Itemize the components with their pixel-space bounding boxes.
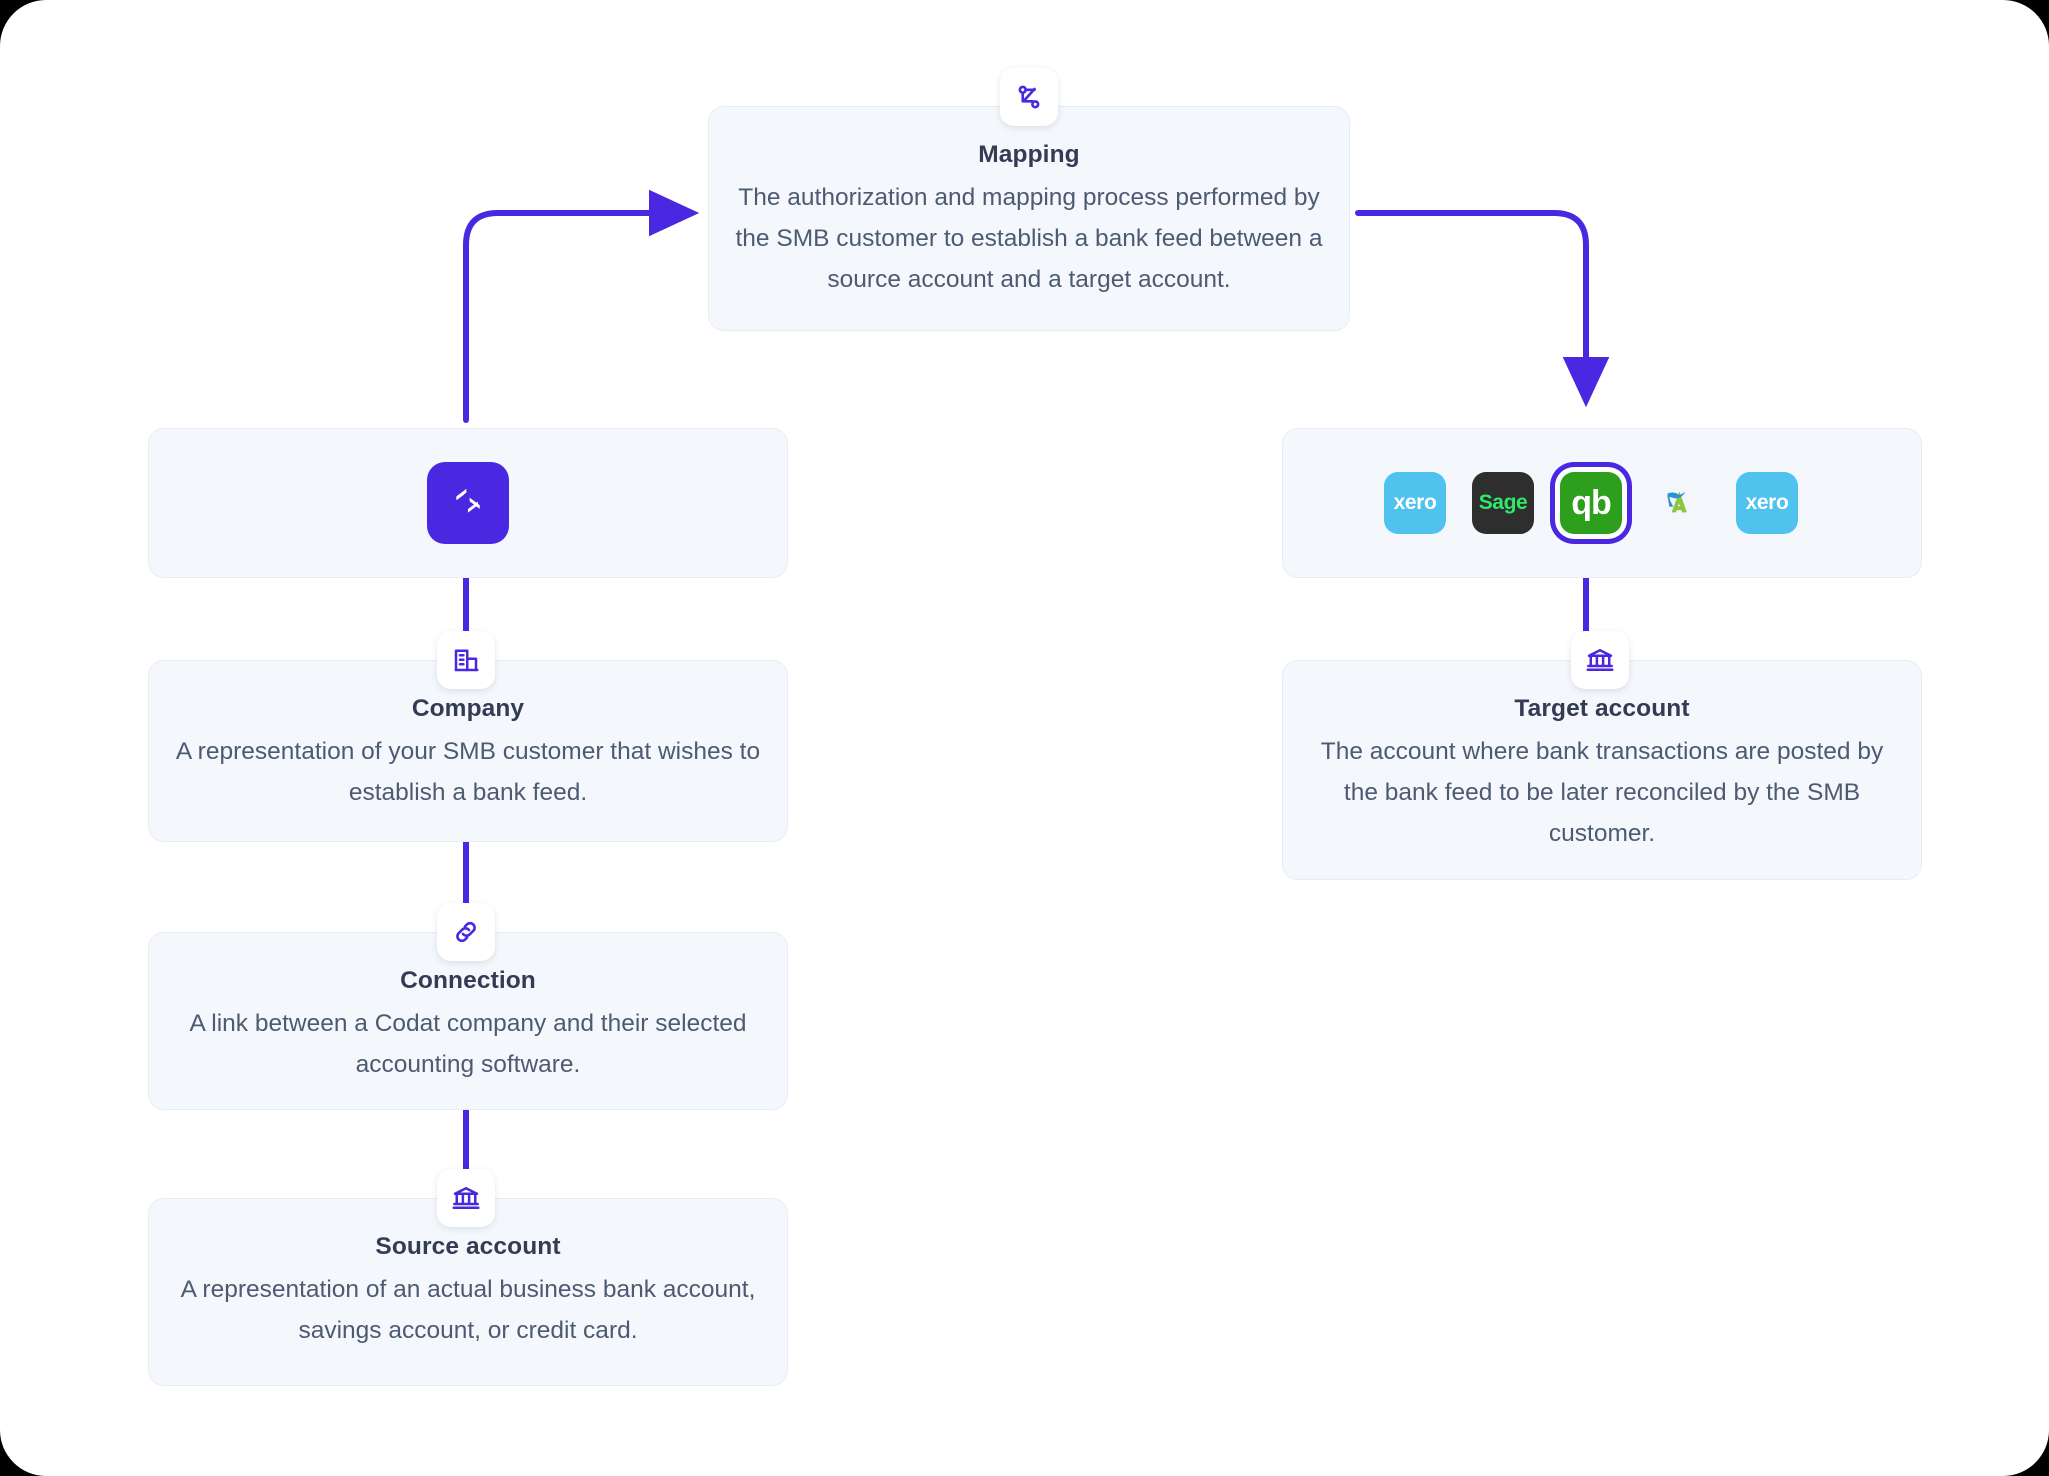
source-account-description: A representation of an actual business b… <box>180 1276 756 1344</box>
source-account-card: Source account A representation of an ac… <box>148 1198 788 1386</box>
target-account-title: Target account <box>1514 695 1690 722</box>
xero-logo-icon: xero <box>1393 491 1437 514</box>
connection-card: Connection A link between a Codat compan… <box>148 932 788 1110</box>
mapping-description: The authorization and mapping process pe… <box>735 184 1323 293</box>
source-bank-icon-badge <box>437 1169 495 1227</box>
codat-logo-icon <box>445 478 491 529</box>
logo-tile-quickbooks[interactable]: qb <box>1560 472 1622 534</box>
logo-tile-xero-2[interactable]: xero <box>1736 472 1798 534</box>
edge-mapping-to-software <box>1355 210 1610 408</box>
company-description: A representation of your SMB customer th… <box>175 738 761 806</box>
mapping-title: Mapping <box>978 141 1080 168</box>
route-icon-badge <box>1000 68 1058 126</box>
mapping-card: Mapping The authorization and mapping pr… <box>708 106 1350 331</box>
target-account-description: The account where bank transactions are … <box>1320 738 1884 847</box>
quickbooks-logo-icon: qb <box>1571 483 1612 522</box>
building-icon <box>451 645 481 675</box>
link-icon <box>451 917 481 947</box>
logo-tile-xero[interactable]: xero <box>1384 472 1446 534</box>
connection-title: Connection <box>400 967 536 994</box>
link-icon-badge <box>437 903 495 961</box>
xero-logo-icon: xero <box>1745 491 1789 514</box>
bank-icon <box>451 1183 481 1213</box>
freeagent-logo-icon <box>1658 480 1700 527</box>
connection-description: A link between a Codat company and their… <box>189 1010 747 1078</box>
target-account-card: Target account The account where bank tr… <box>1282 660 1922 880</box>
building-icon-badge <box>437 631 495 689</box>
codat-logo-tile <box>427 462 509 544</box>
logo-tile-freeagent[interactable] <box>1648 472 1710 534</box>
target-bank-icon-badge <box>1571 631 1629 689</box>
company-card: Company A representation of your SMB cus… <box>148 660 788 842</box>
edge-codat-to-mapping <box>463 189 700 423</box>
accounting-software-logo-row: xero Sage qb xero <box>1384 472 1798 534</box>
sage-logo-icon: Sage <box>1478 491 1528 514</box>
bank-icon <box>1585 645 1615 675</box>
route-icon <box>1014 82 1044 112</box>
company-title: Company <box>411 695 525 722</box>
logo-tile-sage[interactable]: Sage <box>1472 472 1534 534</box>
source-account-title: Source account <box>375 1233 561 1260</box>
